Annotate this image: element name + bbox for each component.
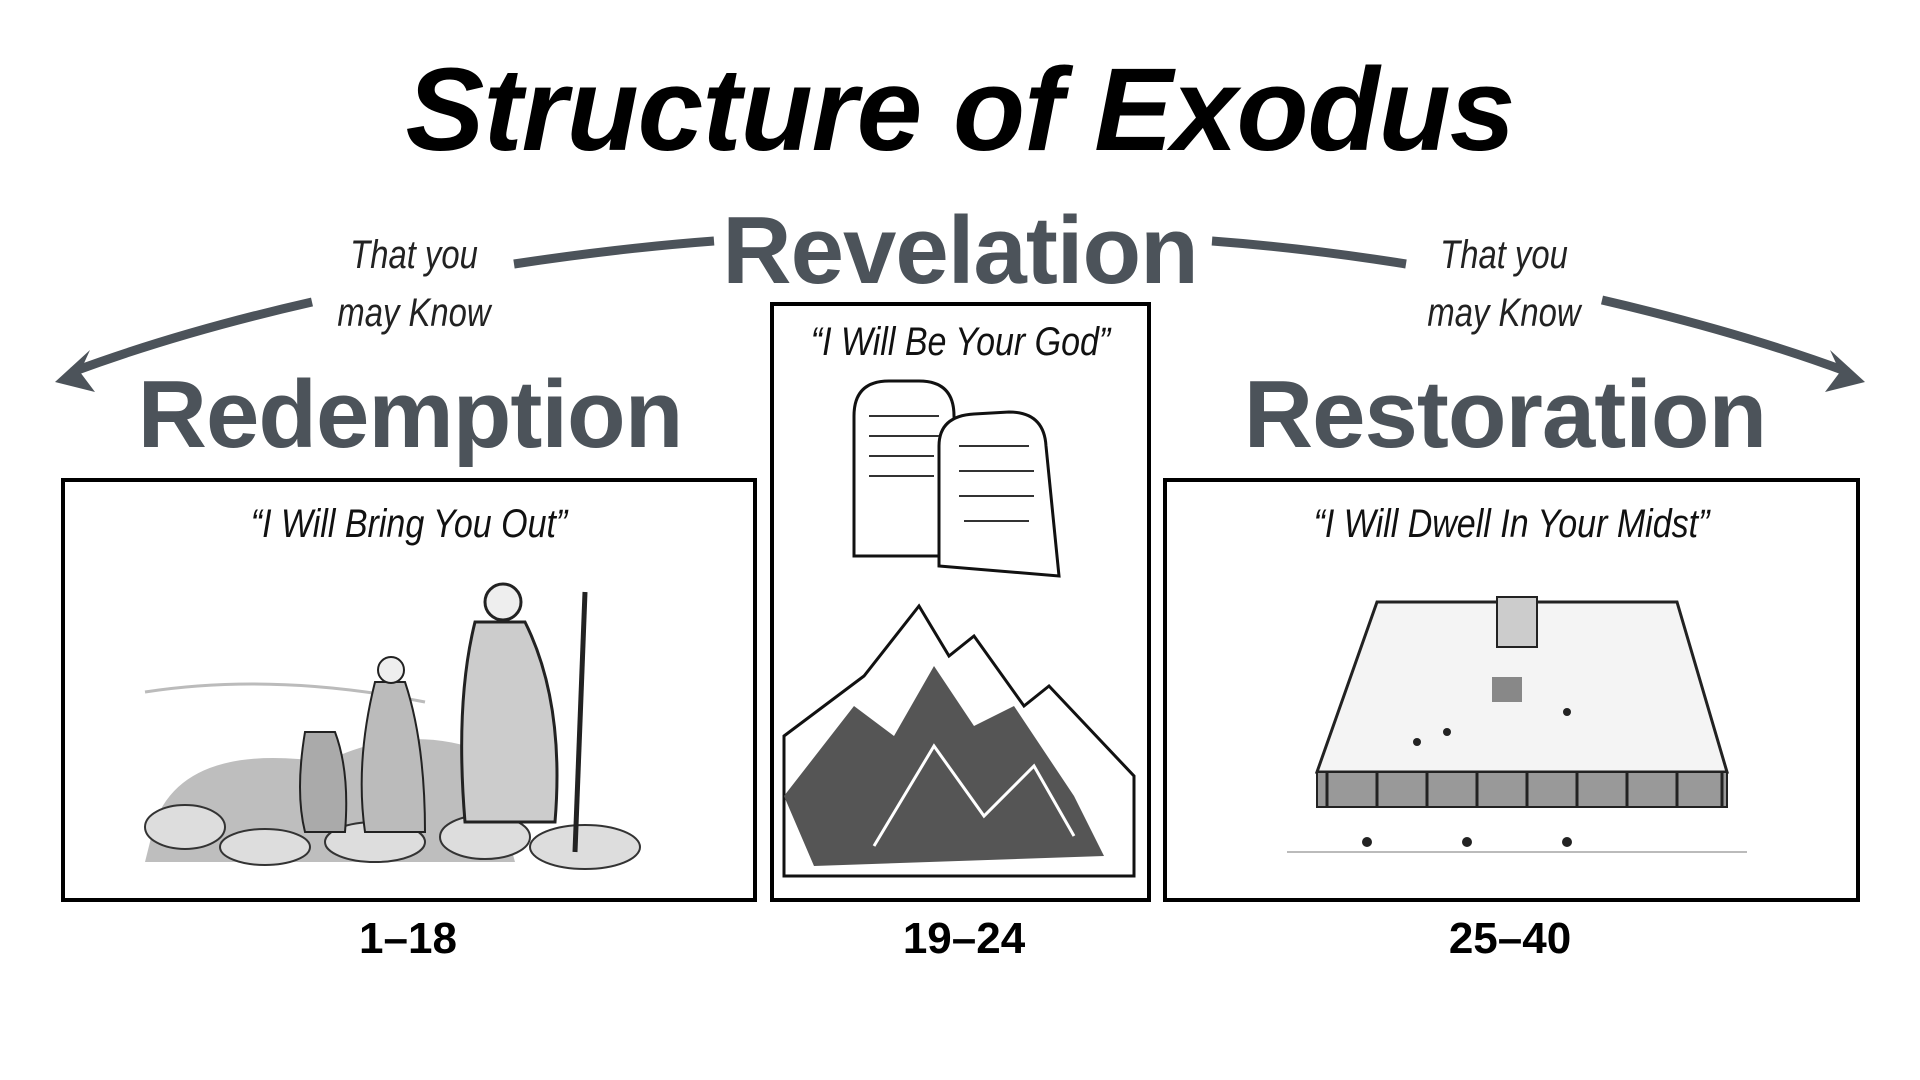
revelation-quote: “I Will Be Your God” [810, 320, 1111, 364]
moses-leading-israelites-image [144, 582, 641, 870]
connector-left-line1: That you [350, 233, 478, 277]
right-arrowhead [1825, 350, 1865, 392]
chapters-redemption: 1–18 [359, 914, 457, 963]
connector-right-line1: That you [1440, 233, 1568, 277]
right-arrow [1211, 236, 1850, 377]
page-title: Structure of Exodus [405, 44, 1516, 176]
revelation-panel: “I Will Be Your God” [770, 302, 1151, 902]
connector-left-label: That you may Know [332, 226, 496, 342]
chapters-restoration: 25–40 [1448, 914, 1572, 963]
redemption-panel: “I Will Bring You Out” [61, 478, 757, 902]
tabernacle-courtyard-image [1287, 596, 1747, 853]
connector-right-line2: may Know [1427, 291, 1581, 335]
left-arrow [70, 236, 715, 377]
heading-restoration: Restoration [1243, 361, 1767, 468]
left-arrowhead [55, 350, 95, 392]
restoration-quote: “I Will Dwell In Your Midst” [1313, 502, 1710, 546]
redemption-quote: “I Will Bring You Out” [250, 502, 568, 546]
connector-right-label: That you may Know [1422, 226, 1586, 342]
restoration-panel: “I Will Dwell In Your Midst” [1163, 478, 1860, 902]
heading-revelation: Revelation [722, 197, 1198, 304]
chapters-revelation: 19–24 [902, 914, 1026, 963]
tablets-and-mount-sinai-image [782, 379, 1136, 878]
connector-left-line2: may Know [337, 291, 491, 335]
heading-redemption: Redemption [137, 361, 684, 468]
